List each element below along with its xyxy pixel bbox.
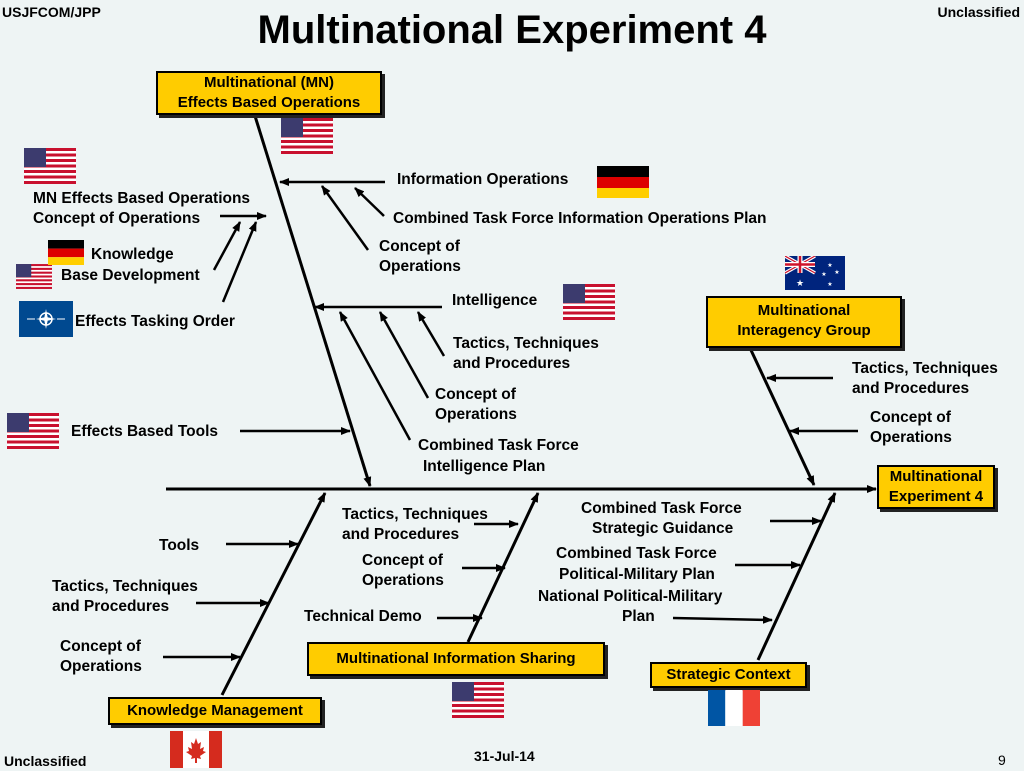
mne4-box: Multinational Experiment 4 — [877, 465, 995, 509]
label-ctf-pm-1: Combined Task Force — [556, 545, 717, 562]
label-kb-dev-2: Base Development — [61, 267, 200, 284]
label-ttp-iag-2: and Procedures — [852, 380, 970, 397]
label-conops-is-1: Concept of — [362, 552, 443, 569]
interagency-box: Multinational Interagency Group — [706, 296, 902, 348]
strategic-context-box: Strategic Context — [650, 662, 807, 688]
interagency-box-line2: Interagency Group — [737, 322, 871, 339]
svg-text:★: ★ — [827, 262, 832, 269]
label-ttp-is-1: Tactics, Techniques — [342, 506, 488, 523]
rib-conops-intel — [378, 311, 430, 399]
rib-ctf-intel — [338, 311, 412, 441]
label-ttp-iag-1: Tactics, Techniques — [852, 360, 998, 377]
bone-ebo — [253, 115, 372, 487]
label-ctf-sg-2: Strategic Guidance — [592, 520, 734, 537]
label-ctf-intel-2: Intelligence Plan — [423, 458, 546, 475]
label-conops-iag-1: Concept of — [870, 409, 951, 426]
svg-text:★: ★ — [834, 269, 839, 276]
mne4-box-line1: Multinational — [889, 468, 983, 485]
label-ttp-km-1: Tactics, Techniques — [52, 578, 198, 595]
germany-flag — [597, 166, 649, 198]
nato-flag — [19, 301, 73, 337]
mn-ebo-box-line2: Effects Based Operations — [177, 94, 361, 111]
rib-kb-dev — [212, 221, 242, 271]
label-conops-io-1: Concept of — [379, 238, 460, 255]
bone-interagency — [748, 347, 816, 486]
label-npm-2: Plan — [622, 608, 655, 625]
label-effects-tasking-order: Effects Tasking Order — [75, 313, 235, 330]
australia-flag: ★ ★ ★ ★ ★ — [785, 256, 845, 290]
knowledge-management-box: Knowledge Management — [108, 697, 322, 725]
us-flag — [563, 284, 615, 320]
germany-flag — [48, 240, 84, 265]
label-conops-km-2: Operations — [60, 658, 142, 675]
rib-ttp-intel — [416, 311, 446, 357]
label-ctf-io-plan: Combined Task Force Information Operatio… — [393, 210, 767, 227]
header-right: Unclassified — [937, 4, 1020, 20]
label-ttp-intel-1: Tactics, Techniques — [453, 335, 599, 352]
footer-left: Unclassified — [4, 753, 87, 769]
us-flag — [281, 118, 333, 154]
label-effects-based-tools: Effects Based Tools — [71, 423, 219, 440]
bone-sc — [756, 492, 837, 661]
label-conops-iag-2: Operations — [870, 429, 952, 446]
label-ctf-intel-1: Combined Task Force — [418, 437, 579, 454]
label-mn-ebo-conops-2: Concept of Operations — [33, 210, 201, 227]
us-flag — [24, 148, 76, 184]
us-flag — [452, 682, 504, 718]
page-number: 9 — [998, 752, 1006, 768]
label-conops-intel-1: Concept of — [435, 386, 516, 403]
rib-npm — [672, 615, 773, 624]
label-tools: Tools — [159, 537, 200, 554]
france-flag — [708, 690, 760, 726]
label-conops-io-2: Operations — [379, 258, 461, 275]
rib-eto — [221, 221, 258, 303]
us-flag — [7, 413, 59, 449]
mn-ebo-box: Multinational (MN) Effects Based Operati… — [156, 71, 382, 115]
page-title: Multinational Experiment 4 — [257, 8, 767, 52]
mn-ebo-box-line1: Multinational (MN) — [204, 74, 334, 91]
label-intelligence: Intelligence — [452, 292, 538, 309]
label-mn-ebo-conops-1: MN Effects Based Operations — [33, 190, 251, 207]
svg-text:★: ★ — [796, 279, 804, 289]
label-conops-is-2: Operations — [362, 572, 444, 589]
label-technical-demo: Technical Demo — [304, 608, 422, 625]
svg-text:★: ★ — [821, 271, 826, 278]
label-ctf-pm-2: Political-Military Plan — [559, 566, 715, 583]
label-ttp-intel-2: and Procedures — [453, 355, 571, 372]
rib-conops-io — [320, 185, 370, 251]
label-conops-intel-2: Operations — [435, 406, 517, 423]
label-kb-dev-1: Knowledge — [91, 246, 174, 263]
bone-km — [220, 492, 327, 696]
label-conops-km-1: Concept of — [60, 638, 141, 655]
info-sharing-box: Multinational Information Sharing — [307, 642, 605, 676]
canada-flag — [170, 731, 222, 768]
label-ttp-is-2: and Procedures — [342, 526, 460, 543]
label-information-operations: Information Operations — [397, 171, 569, 188]
interagency-box-line1: Multinational — [757, 302, 851, 319]
header-left: USJFCOM/JPP — [2, 4, 101, 20]
svg-text:★: ★ — [827, 281, 832, 288]
label-ctf-sg-1: Combined Task Force — [581, 500, 742, 517]
label-ttp-km-2: and Procedures — [52, 598, 170, 615]
footer-date: 31-Jul-14 — [474, 748, 535, 764]
rib-ctf-io — [354, 187, 385, 217]
mne4-box-line2: Experiment 4 — [888, 488, 984, 505]
us-flag — [16, 264, 52, 289]
label-npm-1: National Political-Military — [538, 588, 723, 605]
